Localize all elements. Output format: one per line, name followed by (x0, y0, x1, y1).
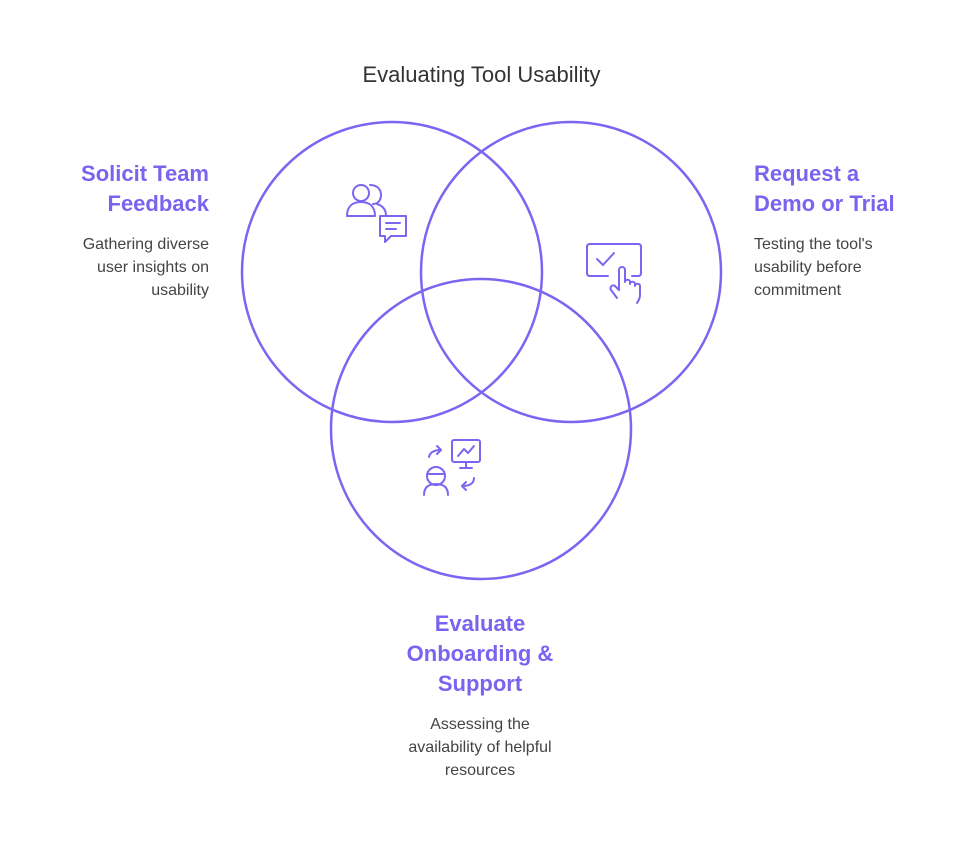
desc-line: Assessing the (430, 716, 530, 733)
desc-line: resources (444, 762, 516, 779)
user-presentation-icon (423, 439, 481, 496)
circle-team-feedback (240, 120, 544, 424)
onboarding-support-description: Assessing the availability of helpful re… (380, 713, 580, 782)
team-feedback-heading: Solicit Team Feedback (19, 159, 209, 219)
desc-line: usability before (754, 259, 862, 276)
heading-line: Solicit Team (81, 161, 209, 186)
heading-line: Request a (754, 161, 860, 186)
onboarding-support-heading: Evaluate Onboarding & Support (380, 609, 580, 699)
heading-line: Evaluate (434, 611, 526, 636)
team-feedback-description: Gathering diverse user insights on usabi… (19, 233, 209, 302)
heading-line: Demo or Trial (754, 191, 895, 216)
heading-line: Feedback (107, 191, 210, 216)
desc-line: Testing the tool's (754, 236, 873, 253)
heading-line: Support (437, 671, 523, 696)
circle-demo-trial (419, 120, 723, 424)
desc-line: user insights on (96, 259, 209, 276)
circle-onboarding-support (329, 277, 633, 581)
desc-line: usability (151, 282, 209, 299)
section-team-feedback: Solicit Team Feedback Gathering diverse … (19, 159, 209, 302)
team-feedback-icon (346, 184, 407, 243)
touch-screen-check-icon (586, 243, 642, 304)
demo-trial-heading: Request a Demo or Trial (754, 159, 944, 219)
demo-trial-description: Testing the tool's usability before comm… (754, 233, 944, 302)
section-onboarding-support: Evaluate Onboarding & Support Assessing … (380, 609, 580, 782)
desc-line: availability of helpful (408, 739, 552, 756)
desc-line: commitment (754, 282, 842, 299)
heading-line: Onboarding & (406, 641, 554, 666)
diagram-title: Evaluating Tool Usability (362, 62, 601, 87)
section-demo-trial: Request a Demo or Trial Testing the tool… (754, 159, 944, 302)
desc-line: Gathering diverse (82, 236, 209, 253)
